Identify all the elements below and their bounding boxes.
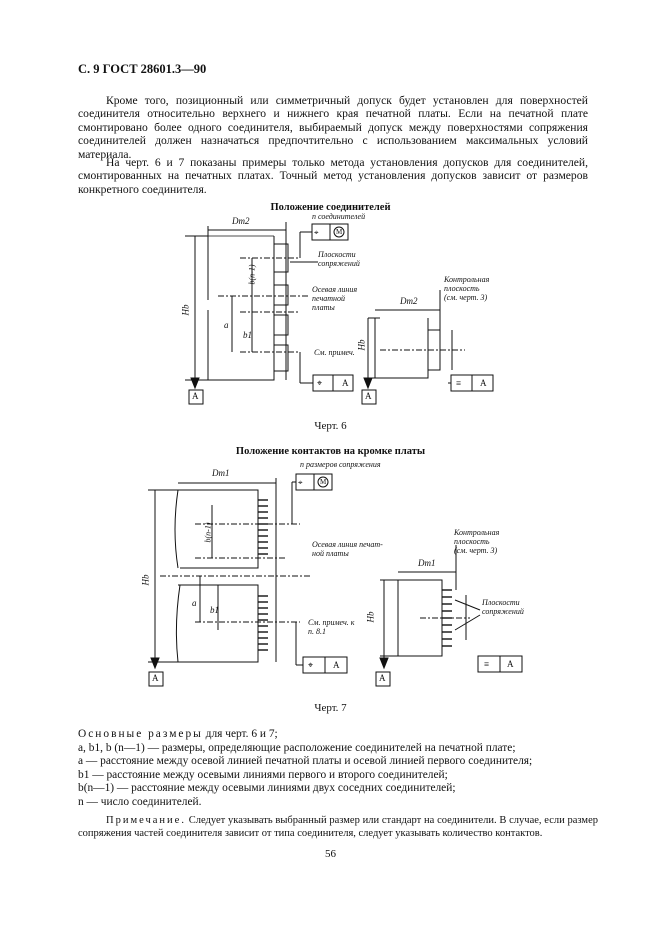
- fig7-caption: Черт. 7: [314, 702, 347, 714]
- fig7-hb: Hb: [140, 574, 151, 586]
- fig6-see-note: См. примеч.: [314, 348, 355, 357]
- fig7-hb-right: Hb: [365, 611, 376, 623]
- fig7-mmc-symbol: M: [320, 478, 327, 486]
- fig6-frame-a: A: [342, 378, 349, 388]
- legend: Основные размеры для черт. 6 и 7; a, b1,…: [78, 728, 598, 810]
- fig7-datum-a: A: [152, 673, 159, 683]
- fig6-title: Положение соединителей: [270, 202, 391, 213]
- legend-heading: Основные размеры для черт. 6 и 7;: [78, 728, 278, 740]
- fig6-b-n1: b(n-1): [247, 264, 257, 285]
- fig6-datum-a: A: [192, 391, 199, 401]
- fig7-position-symbol: ⌖: [298, 478, 303, 487]
- fig7-a: a: [192, 598, 197, 608]
- fig6-b1: b1: [243, 330, 252, 340]
- fig6-datum-a-right: A: [365, 391, 372, 401]
- fig6-caption: Черт. 6: [314, 420, 347, 432]
- fig7-title: Положение контактов на кромке платы: [235, 446, 426, 457]
- page-header: С. 9 ГОСТ 28601.3—90: [78, 62, 207, 76]
- legend-item: a, b1, b (n—1) — размеры, определяющие р…: [78, 741, 516, 754]
- legend-item: b(n—1) — расстояние между осевыми линиям…: [78, 782, 456, 795]
- note: Примечание. Следует указывать выбранный …: [78, 815, 598, 839]
- fig7-dt1-right: Dт1: [418, 558, 436, 568]
- fig6-frame-a-right: A: [480, 378, 487, 388]
- legend-item: b1 — расстояние между осевыми линиями пе…: [78, 768, 448, 781]
- paragraph-1: Кроме того, позиционный или симметричный…: [78, 94, 588, 161]
- fig6-board-right: [374, 318, 429, 379]
- fig6-frame-position: ⌖: [317, 378, 323, 388]
- fig7-datum-a-right: A: [379, 673, 386, 683]
- fig7-frame-a: A: [333, 660, 340, 670]
- paragraph-2: На черт. 6 и 7 показаны примеры только м…: [78, 156, 588, 196]
- fig6-symmetry: ≡: [456, 378, 462, 388]
- fig6-board: [207, 236, 275, 381]
- fig7-board: [178, 489, 259, 663]
- fig7-symmetry: ≡: [484, 659, 490, 669]
- fig6-dt2: Dт2: [232, 216, 250, 226]
- fig6-connector-2: [273, 284, 289, 306]
- fig7-dt1: Dт1: [212, 468, 230, 478]
- fig6-hb-right: Hb: [356, 339, 367, 351]
- fig7-frame-position: ⌖: [308, 660, 314, 670]
- fig7-axis-label: Осевая линия печат-ной платы: [312, 540, 383, 558]
- fig7-b1: b1: [210, 605, 219, 615]
- fig7-n-sizes: n размеров сопряжения: [300, 460, 381, 469]
- fig6-connector-4: [273, 344, 289, 372]
- fig7-b-n1: b(n-1): [203, 522, 213, 543]
- fig6-hb: Hb: [180, 304, 191, 316]
- fig7-frame-a-right: A: [507, 659, 514, 669]
- fig6-n-connectors: n соединителей: [312, 212, 366, 221]
- fig6-position-symbol: ⌖: [314, 228, 319, 237]
- fig6-dt2-right: Dт2: [400, 296, 418, 306]
- fig6-mmc-symbol: M: [336, 228, 343, 236]
- page-number: 56: [325, 848, 336, 860]
- legend-item: n — число соединителей.: [78, 795, 202, 808]
- fig6-connector-3: [273, 314, 289, 336]
- legend-item: a — расстояние между осевой линией печат…: [78, 755, 533, 768]
- fig6-connector-1: [273, 243, 289, 273]
- fig6-a: a: [224, 320, 229, 330]
